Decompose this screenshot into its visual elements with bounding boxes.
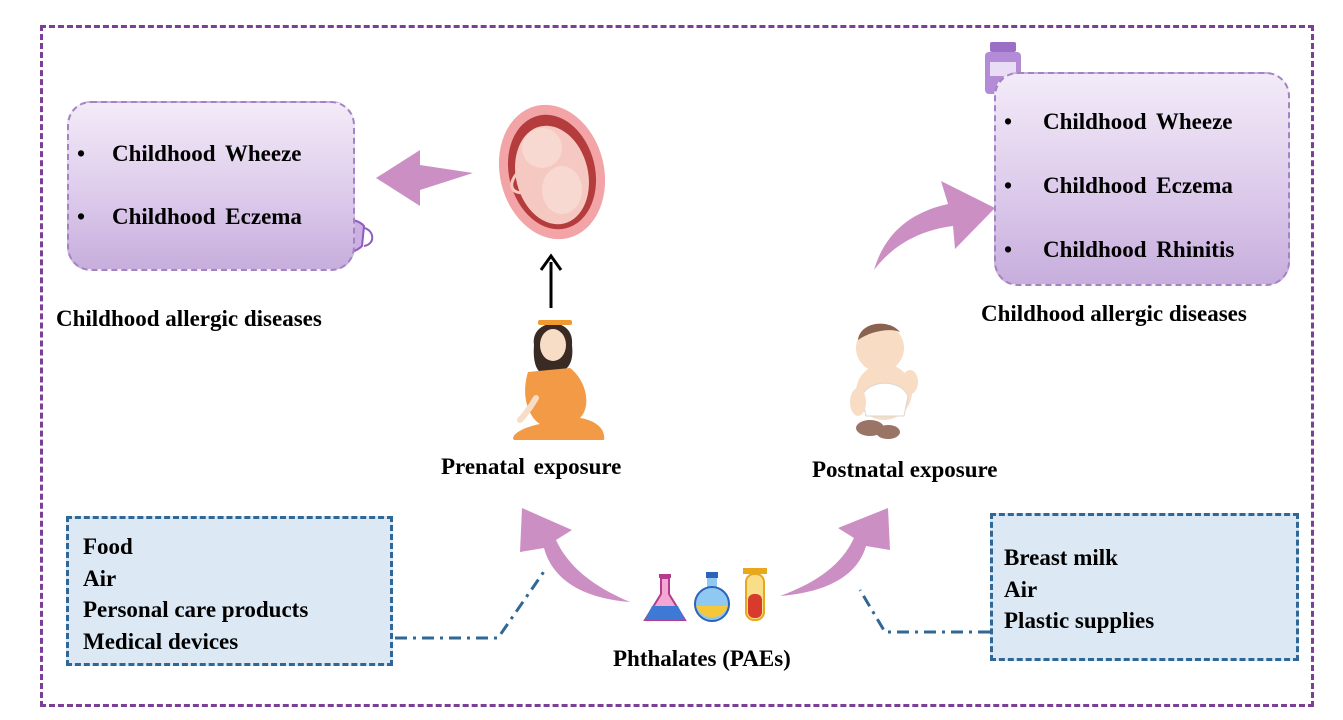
flask-icon	[643, 574, 687, 621]
postnatal-exposure-label: Postnatal exposure	[812, 457, 998, 482]
test-tube-icon	[743, 568, 767, 621]
source-item: Food	[83, 534, 133, 559]
round-flask-icon	[694, 572, 730, 622]
source-item: Personal care products	[83, 597, 309, 622]
arrow-to-prenatal-outcomes	[376, 150, 473, 206]
prenatal-outcomes-box: •Childhood Wheeze •Childhood Eczema	[67, 101, 355, 271]
postnatal-sources-box: Breast milk Air Plastic supplies	[990, 513, 1299, 661]
source-item: Air	[1004, 576, 1038, 602]
arrow-to-fetus	[539, 253, 563, 308]
phthalates-label: Phthalates (PAEs)	[613, 646, 791, 671]
connector-postnatal-sources	[858, 589, 990, 634]
fetus-icon	[498, 104, 606, 240]
source-item: Plastic supplies	[1004, 608, 1155, 633]
pregnant-woman-icon	[513, 320, 605, 440]
baby-icon	[850, 323, 918, 439]
postnatal-outcomes-box: •Childhood Wheeze •Childhood Eczema •Chi…	[994, 72, 1290, 286]
arrow-to-prenatal-exposure	[520, 508, 630, 602]
prenatal-exposure-label: Prenatal exposure	[441, 454, 622, 479]
outer-dashed-frame	[40, 25, 1314, 707]
source-item: Medical devices	[83, 628, 239, 654]
postnatal-outcomes-caption: Childhood allergic diseases	[981, 301, 1247, 326]
prenatal-sources-box: Food Air Personal care products Medical …	[66, 516, 393, 666]
prenatal-outcomes-caption: Childhood allergic diseases	[56, 306, 322, 331]
connector-prenatal-sources	[395, 569, 547, 640]
source-item: Breast milk	[1004, 545, 1118, 570]
source-item: Air	[83, 565, 117, 591]
arrow-to-postnatal-outcomes	[874, 181, 995, 270]
arrow-to-postnatal-exposure	[780, 508, 890, 596]
